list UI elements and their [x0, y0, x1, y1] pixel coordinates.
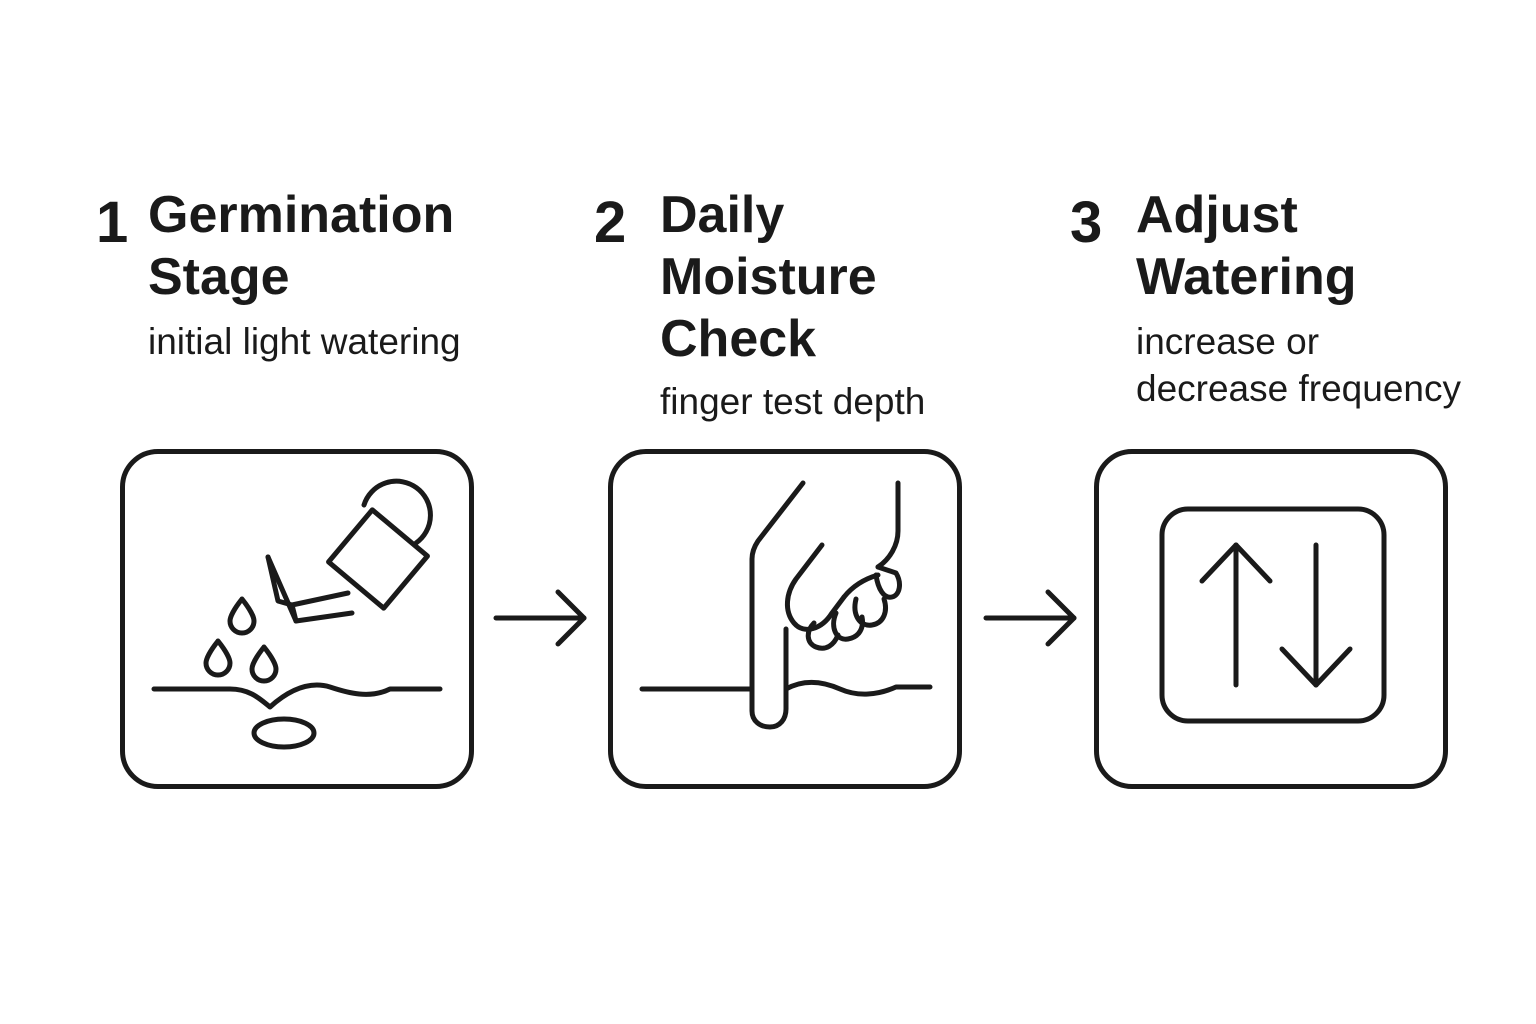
step-subtitle-line: initial light watering	[148, 321, 461, 362]
finger-in-soil-icon	[639, 480, 933, 730]
step-number: 2	[594, 190, 627, 255]
step-icon-box	[120, 449, 474, 789]
right-arrow-icon	[493, 589, 587, 647]
step-title: Germination Stage	[148, 184, 454, 308]
watering-can-icon	[151, 478, 443, 750]
step-title: Adjust Watering	[1136, 184, 1357, 308]
step-title: Daily Moisture Check	[660, 184, 877, 370]
step-subtitle-line: decrease frequency	[1136, 368, 1461, 409]
step-subtitle: increase or decrease frequency	[1136, 318, 1461, 412]
step-title-line: Watering	[1136, 248, 1357, 306]
step-subtitle: initial light watering	[148, 318, 461, 365]
step-title-line: Germination	[148, 186, 455, 244]
step-subtitle: finger test depth	[660, 378, 925, 425]
step-number: 1	[96, 190, 129, 255]
step-subtitle-line: finger test depth	[660, 381, 926, 422]
step-title-line: Stage	[148, 248, 290, 306]
step-number: 3	[1070, 190, 1103, 255]
step-icon-box	[608, 449, 962, 789]
step-title-line: Check	[660, 310, 817, 368]
step-title-line: Moisture	[660, 248, 877, 306]
step-icon-box	[1094, 449, 1448, 789]
right-arrow-icon	[983, 589, 1077, 647]
step-title-line: Daily	[660, 186, 785, 244]
up-down-arrows-icon	[1159, 506, 1387, 724]
step-title-line: Adjust	[1136, 186, 1298, 244]
step-subtitle-line: increase or	[1136, 321, 1320, 362]
